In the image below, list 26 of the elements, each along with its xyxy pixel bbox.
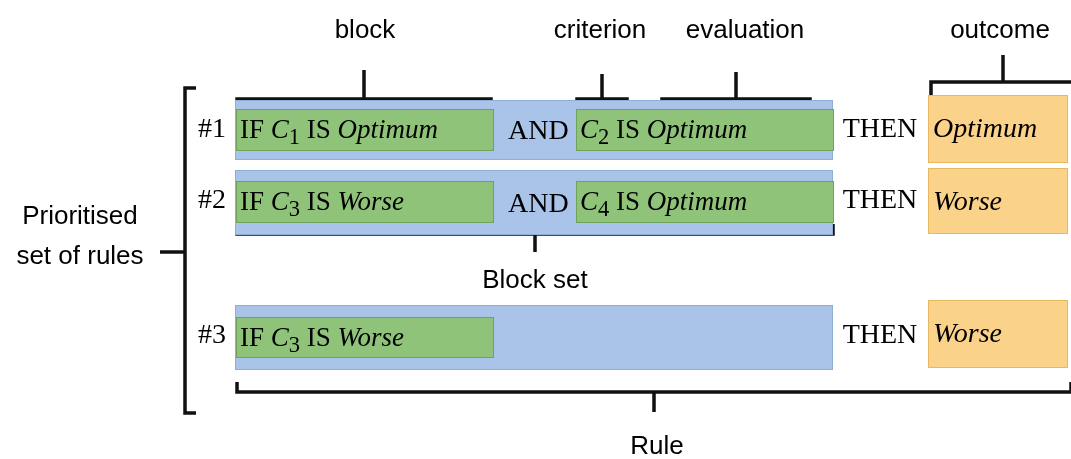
bracket-label: criterion — [553, 14, 647, 44]
rule-number: #1 — [198, 113, 226, 143]
outcome-block: Optimum — [928, 95, 1068, 163]
then-keyword: THEN — [842, 113, 918, 143]
condition-block: IF C$_{3}$ IS Worse — [236, 181, 494, 223]
condition-block: C$_{4}$ IS Optimum — [576, 181, 834, 223]
bracket-label: Prioritised set of rules — [15, 199, 145, 272]
rule-band — [235, 170, 833, 235]
rule-band — [235, 100, 833, 160]
bracket-label: Rule — [630, 430, 684, 459]
rule-band — [235, 305, 833, 370]
rule-number: #3 — [198, 319, 226, 349]
rule-number: #2 — [198, 184, 226, 214]
bracket-label: Block set — [482, 264, 588, 294]
then-keyword: THEN — [842, 319, 918, 349]
condition-block: IF C$_{1}$ IS Optimum — [236, 109, 494, 151]
then-keyword: THEN — [842, 184, 918, 214]
bracket-label: evaluation — [685, 14, 805, 44]
connective-text: AND — [508, 186, 569, 219]
outcome-block: Worse — [928, 168, 1068, 234]
connective-text: AND — [508, 114, 569, 146]
bracket-label: block — [334, 14, 396, 44]
condition-block: IF C$_{3}$ IS Worse — [236, 317, 494, 358]
condition-block: C$_{2}$ IS Optimum — [576, 109, 834, 151]
bracket-label: outcome — [950, 14, 1050, 44]
outcome-block: Worse — [928, 300, 1068, 368]
